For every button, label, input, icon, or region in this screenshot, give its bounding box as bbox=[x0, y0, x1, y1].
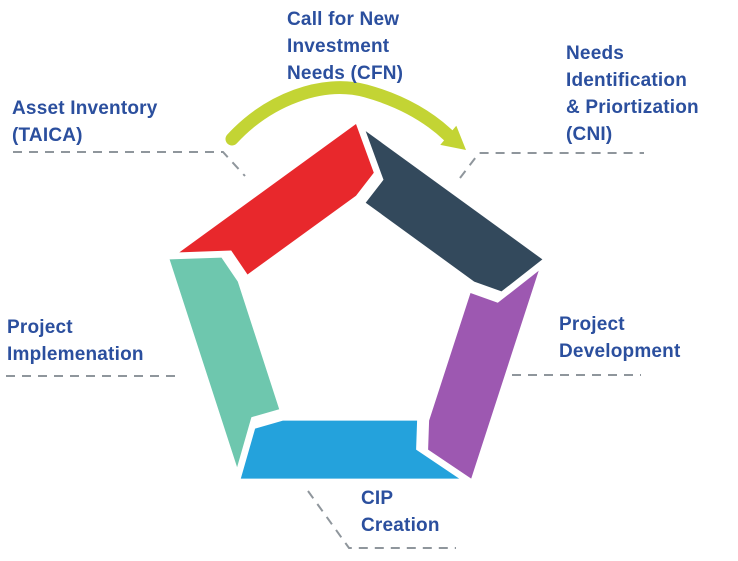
connector-needs-identification bbox=[459, 152, 644, 179]
pentagon-segment-bottom bbox=[240, 420, 460, 479]
pentagon-segment-top-left bbox=[179, 124, 374, 275]
label-needs-identification-priortization: Needs Identification & Priortization (CN… bbox=[566, 43, 699, 145]
pentagon-segment-right bbox=[428, 270, 539, 479]
cfn-flow-arrow-shaft bbox=[225, 81, 456, 146]
pentagon-segment-left bbox=[169, 257, 280, 468]
pentagon-cycle bbox=[169, 124, 543, 479]
label-project-implementation: Project Implemenation bbox=[7, 317, 144, 365]
label-call-for-new-investment-needs: Call for New Investment Needs (CFN) bbox=[287, 9, 404, 84]
connector-asset-inventory bbox=[13, 151, 246, 177]
pentagon-segment-top-right bbox=[365, 131, 543, 292]
label-asset-inventory: Asset Inventory (TAICA) bbox=[12, 98, 158, 146]
label-cip-creation: CIP Creation bbox=[361, 488, 440, 536]
label-project-development: Project Development bbox=[559, 314, 681, 362]
cfn-flow-arrowhead-icon bbox=[440, 125, 466, 150]
connector-cip-creation bbox=[307, 490, 456, 549]
